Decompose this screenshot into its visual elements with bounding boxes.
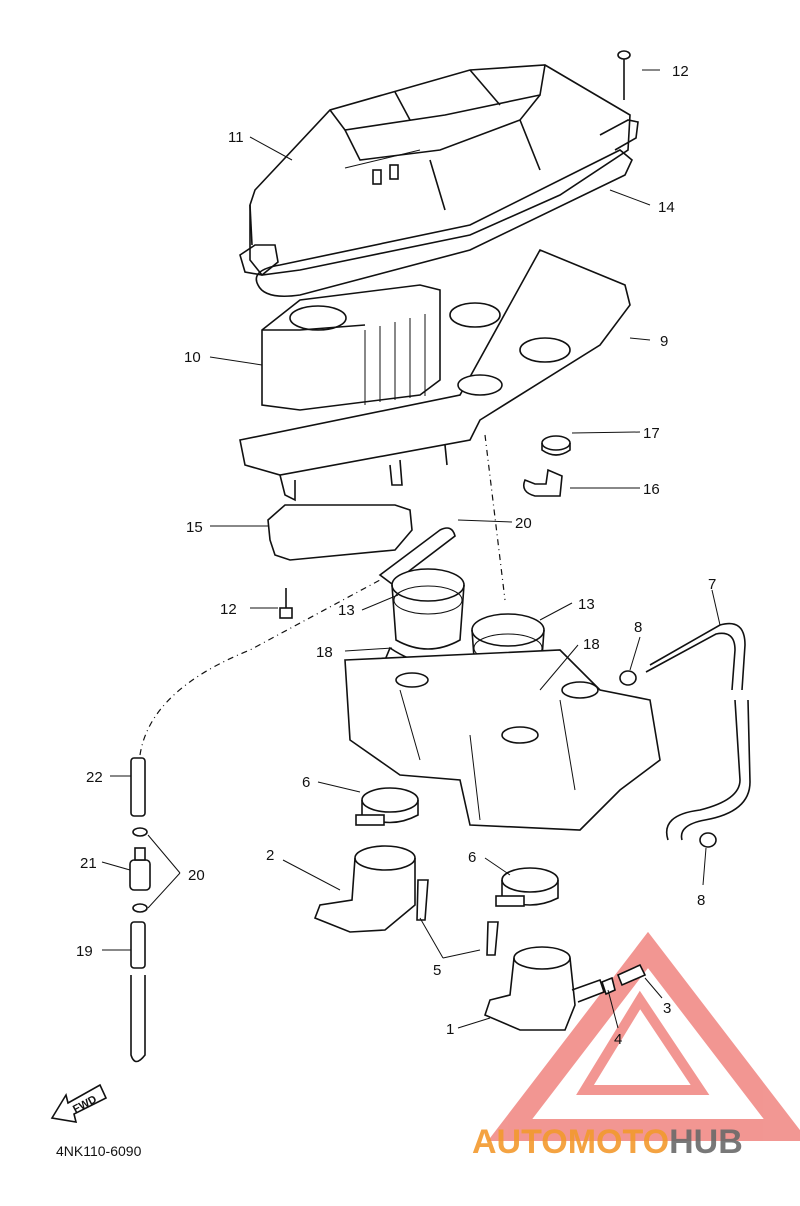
callout-14: 14 xyxy=(658,199,675,216)
drain-hose-lower xyxy=(130,921,146,969)
callout-17: 17 xyxy=(643,425,660,442)
drain-hose-tail xyxy=(130,975,146,1063)
watermark-part-1: AUTO xyxy=(472,1123,568,1161)
watermark-logo-triangle xyxy=(487,931,800,1141)
grommet xyxy=(541,435,571,456)
screw-left xyxy=(416,879,429,921)
air-box-case xyxy=(239,248,631,502)
intake-joint-right xyxy=(484,946,606,1031)
callout-16: 16 xyxy=(643,481,660,498)
elbow-hose xyxy=(522,468,563,497)
vent-hose-upper xyxy=(649,622,746,691)
breather-hose-short xyxy=(378,527,456,586)
callout-6-upper: 6 xyxy=(302,774,310,791)
callout-9: 9 xyxy=(660,333,668,350)
carburetor-assembly xyxy=(344,649,661,831)
callout-20-upper: 20 xyxy=(515,515,532,532)
callout-13-right: 13 xyxy=(578,596,595,613)
clip-upper xyxy=(132,827,148,837)
air-funnel-left xyxy=(391,568,465,650)
callout-10: 10 xyxy=(184,349,201,366)
watermark-logo: AUTOMOTOHUB xyxy=(472,1123,743,1161)
drain-hose-upper xyxy=(130,757,146,817)
intake-joint-left xyxy=(313,845,416,933)
drain-plug xyxy=(129,847,151,891)
callout-13-left: 13 xyxy=(338,602,355,619)
small-hose-piece xyxy=(616,963,647,987)
leader-lines xyxy=(101,69,721,1029)
callout-6-lower: 6 xyxy=(468,849,476,866)
air-box-cover xyxy=(239,64,639,276)
screw-right xyxy=(486,921,499,956)
callout-7: 7 xyxy=(708,576,716,593)
callout-11: 11 xyxy=(228,129,244,146)
routing-line xyxy=(139,579,381,756)
svg-text:AUTOMOTOHUB: AUTOMOTOHUB xyxy=(472,1123,743,1161)
callout-20-lower: 20 xyxy=(188,867,205,884)
intake-clamp-lower xyxy=(495,867,559,907)
callout-18-left: 18 xyxy=(316,644,333,661)
callout-19: 19 xyxy=(76,943,93,960)
callout-1: 1 xyxy=(446,1021,454,1038)
callout-8-lower: 8 xyxy=(697,892,705,909)
callout-12-top: 12 xyxy=(672,63,689,80)
hose-clip-upper xyxy=(619,670,637,686)
clip-lower xyxy=(132,903,148,913)
bolt-lower xyxy=(279,588,293,619)
callout-3: 3 xyxy=(663,1000,671,1017)
cap-piece xyxy=(601,976,616,996)
callout-22: 22 xyxy=(86,769,103,786)
intake-clamp-upper xyxy=(355,787,419,826)
watermark-part-2: MOTO xyxy=(568,1123,669,1161)
callout-5: 5 xyxy=(433,962,441,979)
mounting-bracket xyxy=(267,504,413,561)
bolt-top xyxy=(617,50,631,100)
callout-2: 2 xyxy=(266,847,274,864)
callout-8-upper: 8 xyxy=(634,619,642,636)
fwd-label: FWD xyxy=(71,1093,99,1115)
callout-15: 15 xyxy=(186,519,203,536)
filter-element xyxy=(261,284,441,411)
hose-clip-lower xyxy=(699,832,717,848)
diagram-code: 4NK110-6090 xyxy=(56,1143,142,1159)
routing-line-center xyxy=(484,434,506,601)
callout-4: 4 xyxy=(614,1031,622,1048)
vent-hose-lower xyxy=(665,699,741,841)
fwd-arrow-icon xyxy=(50,1083,108,1123)
callout-21: 21 xyxy=(80,855,97,872)
cover-gasket xyxy=(255,149,633,298)
callout-labels: 1 2 3 4 5 6 6 7 8 8 9 10 11 12 12 13 13 … xyxy=(76,63,716,1048)
watermark-part-3: HUB xyxy=(669,1123,743,1161)
callout-12-lower: 12 xyxy=(220,601,237,618)
callout-18-right: 18 xyxy=(583,636,600,653)
